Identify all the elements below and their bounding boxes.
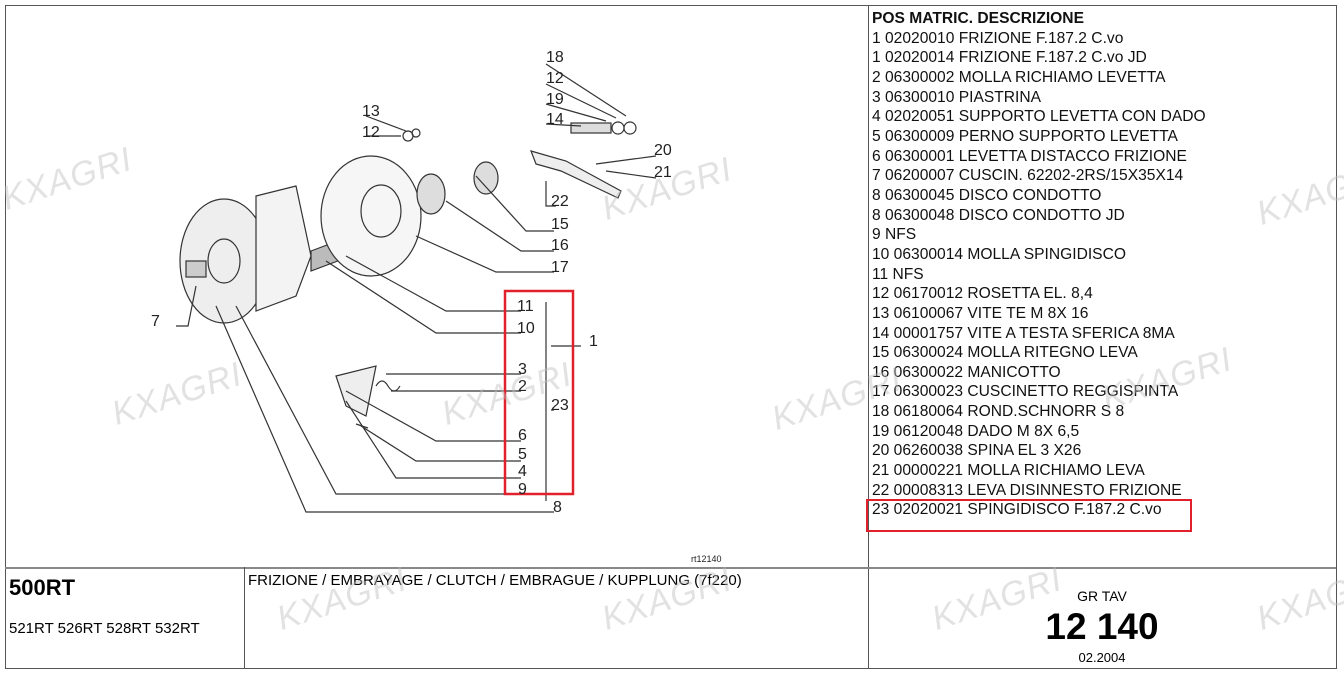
- callout: 18: [546, 49, 564, 66]
- callout: 22: [551, 193, 569, 210]
- pressure-plate: [320, 155, 422, 277]
- callout: 7: [151, 313, 160, 330]
- highlight-box: [866, 499, 1192, 532]
- parts-list-row: 11 NFS: [872, 265, 924, 283]
- callout: 13: [362, 103, 380, 120]
- exploded-clutch-diagram: 18 12 19 14 20 21 22 15 16 17 13 12 7 11…: [151, 49, 722, 564]
- callout: 12: [362, 124, 380, 141]
- parts-list-row: 16 06300022 MANICOTTO: [872, 363, 1061, 381]
- parts-list-row: 8 06300045 DISCO CONDOTTO: [872, 186, 1102, 204]
- model-variants: 521RT 526RT 528RT 532RT: [9, 620, 200, 637]
- callout: 17: [551, 259, 569, 276]
- edition-date: 02.2004: [1078, 650, 1126, 665]
- callout: 9: [518, 481, 527, 498]
- parts-list-row: 4 02020051 SUPPORTO LEVETTA CON DADO: [872, 108, 1206, 126]
- parts-list-row: 1 02020010 FRIZIONE F.187.2 C.vo: [872, 29, 1124, 47]
- parts-list-row: 23 02020021 SPINGIDISCO F.187.2 C.vo: [872, 501, 1162, 519]
- parts-list-row: 5 06300009 PERNO SUPPORTO LEVETTA: [872, 127, 1178, 145]
- callout: 16: [551, 237, 569, 254]
- parts-list: POS MATRIC. DESCRIZIONE 1 02020010 FRIZI…: [872, 9, 1206, 520]
- parts-list-row: 20 06260038 SPINA EL 3 X26: [872, 442, 1082, 460]
- callout: 11: [517, 298, 534, 315]
- callout: 21: [654, 164, 672, 181]
- divider: [868, 5, 869, 668]
- callout: 20: [654, 142, 672, 159]
- callout: 4: [518, 463, 527, 480]
- parts-list-row: 8 06300048 DISCO CONDOTTO JD: [872, 206, 1125, 224]
- callout: 1: [589, 333, 598, 350]
- parts-list-row: 7 06200007 CUSCIN. 62202-2RS/15X35X14: [872, 167, 1184, 185]
- model-name: 500RT: [9, 575, 76, 600]
- parts-list-header: POS MATRIC. DESCRIZIONE: [872, 10, 1084, 27]
- callout: 6: [518, 427, 527, 444]
- callout: 15: [551, 216, 569, 233]
- parts-list-row: 6 06300001 LEVETTA DISTACCO FRIZIONE: [872, 147, 1187, 165]
- parts-list-row: 17 06300023 CUSCINETTO REGGISPINTA: [872, 383, 1179, 401]
- parts-list-row: 21 00000221 MOLLA RICHIAMO LEVA: [872, 462, 1145, 480]
- parts-list-row: 2 06300002 MOLLA RICHIAMO LEVETTA: [872, 68, 1166, 86]
- callout: 12: [546, 70, 564, 87]
- callout: 19: [546, 91, 564, 108]
- parts-list-row: 14 00001757 VITE A TESTA SFERICA 8MA: [872, 324, 1175, 342]
- callout: 3: [518, 361, 527, 378]
- callout: 8: [553, 499, 562, 516]
- parts-list-row: 3 06300010 PIASTRINA: [872, 88, 1042, 106]
- drawing-ref: rt12140: [691, 554, 722, 564]
- parts-list-row: 13 06100067 VITE TE M 8X 16: [872, 304, 1089, 322]
- parts-list-row: 22 00008313 LEVA DISINNESTO FRIZIONE: [872, 481, 1182, 499]
- parts-list-row: 15 06300024 MOLLA RITEGNO LEVA: [872, 344, 1138, 362]
- callout: 5: [518, 446, 527, 463]
- callout: 10: [517, 320, 535, 337]
- page-frame: [5, 5, 1337, 669]
- parts-list-row: 18 06180064 ROND.SCHNORR S 8: [872, 403, 1125, 421]
- group-title: FRIZIONE / EMBRAYAGE / CLUTCH / EMBRAGUE…: [248, 572, 742, 589]
- highlight-box: [503, 289, 575, 496]
- divider: [244, 567, 245, 668]
- gr-tav-number: 12 140: [1045, 606, 1159, 647]
- callout: 14: [546, 111, 564, 128]
- callout: 2: [518, 378, 527, 395]
- parts-list-row: 1 02020014 FRIZIONE F.187.2 C.vo JD: [872, 49, 1147, 67]
- gr-tav-label: GR TAV: [1077, 588, 1127, 604]
- parts-list-row: 19 06120048 DADO M 8X 6,5: [872, 422, 1080, 440]
- parts-list-row: 12 06170012 ROSETTA EL. 8,4: [872, 285, 1093, 303]
- divider: [5, 567, 1336, 569]
- callout: 23: [551, 397, 569, 414]
- parts-list-row: 9 NFS: [872, 226, 917, 244]
- parts-list-row: 10 06300014 MOLLA SPINGIDISCO: [872, 245, 1126, 263]
